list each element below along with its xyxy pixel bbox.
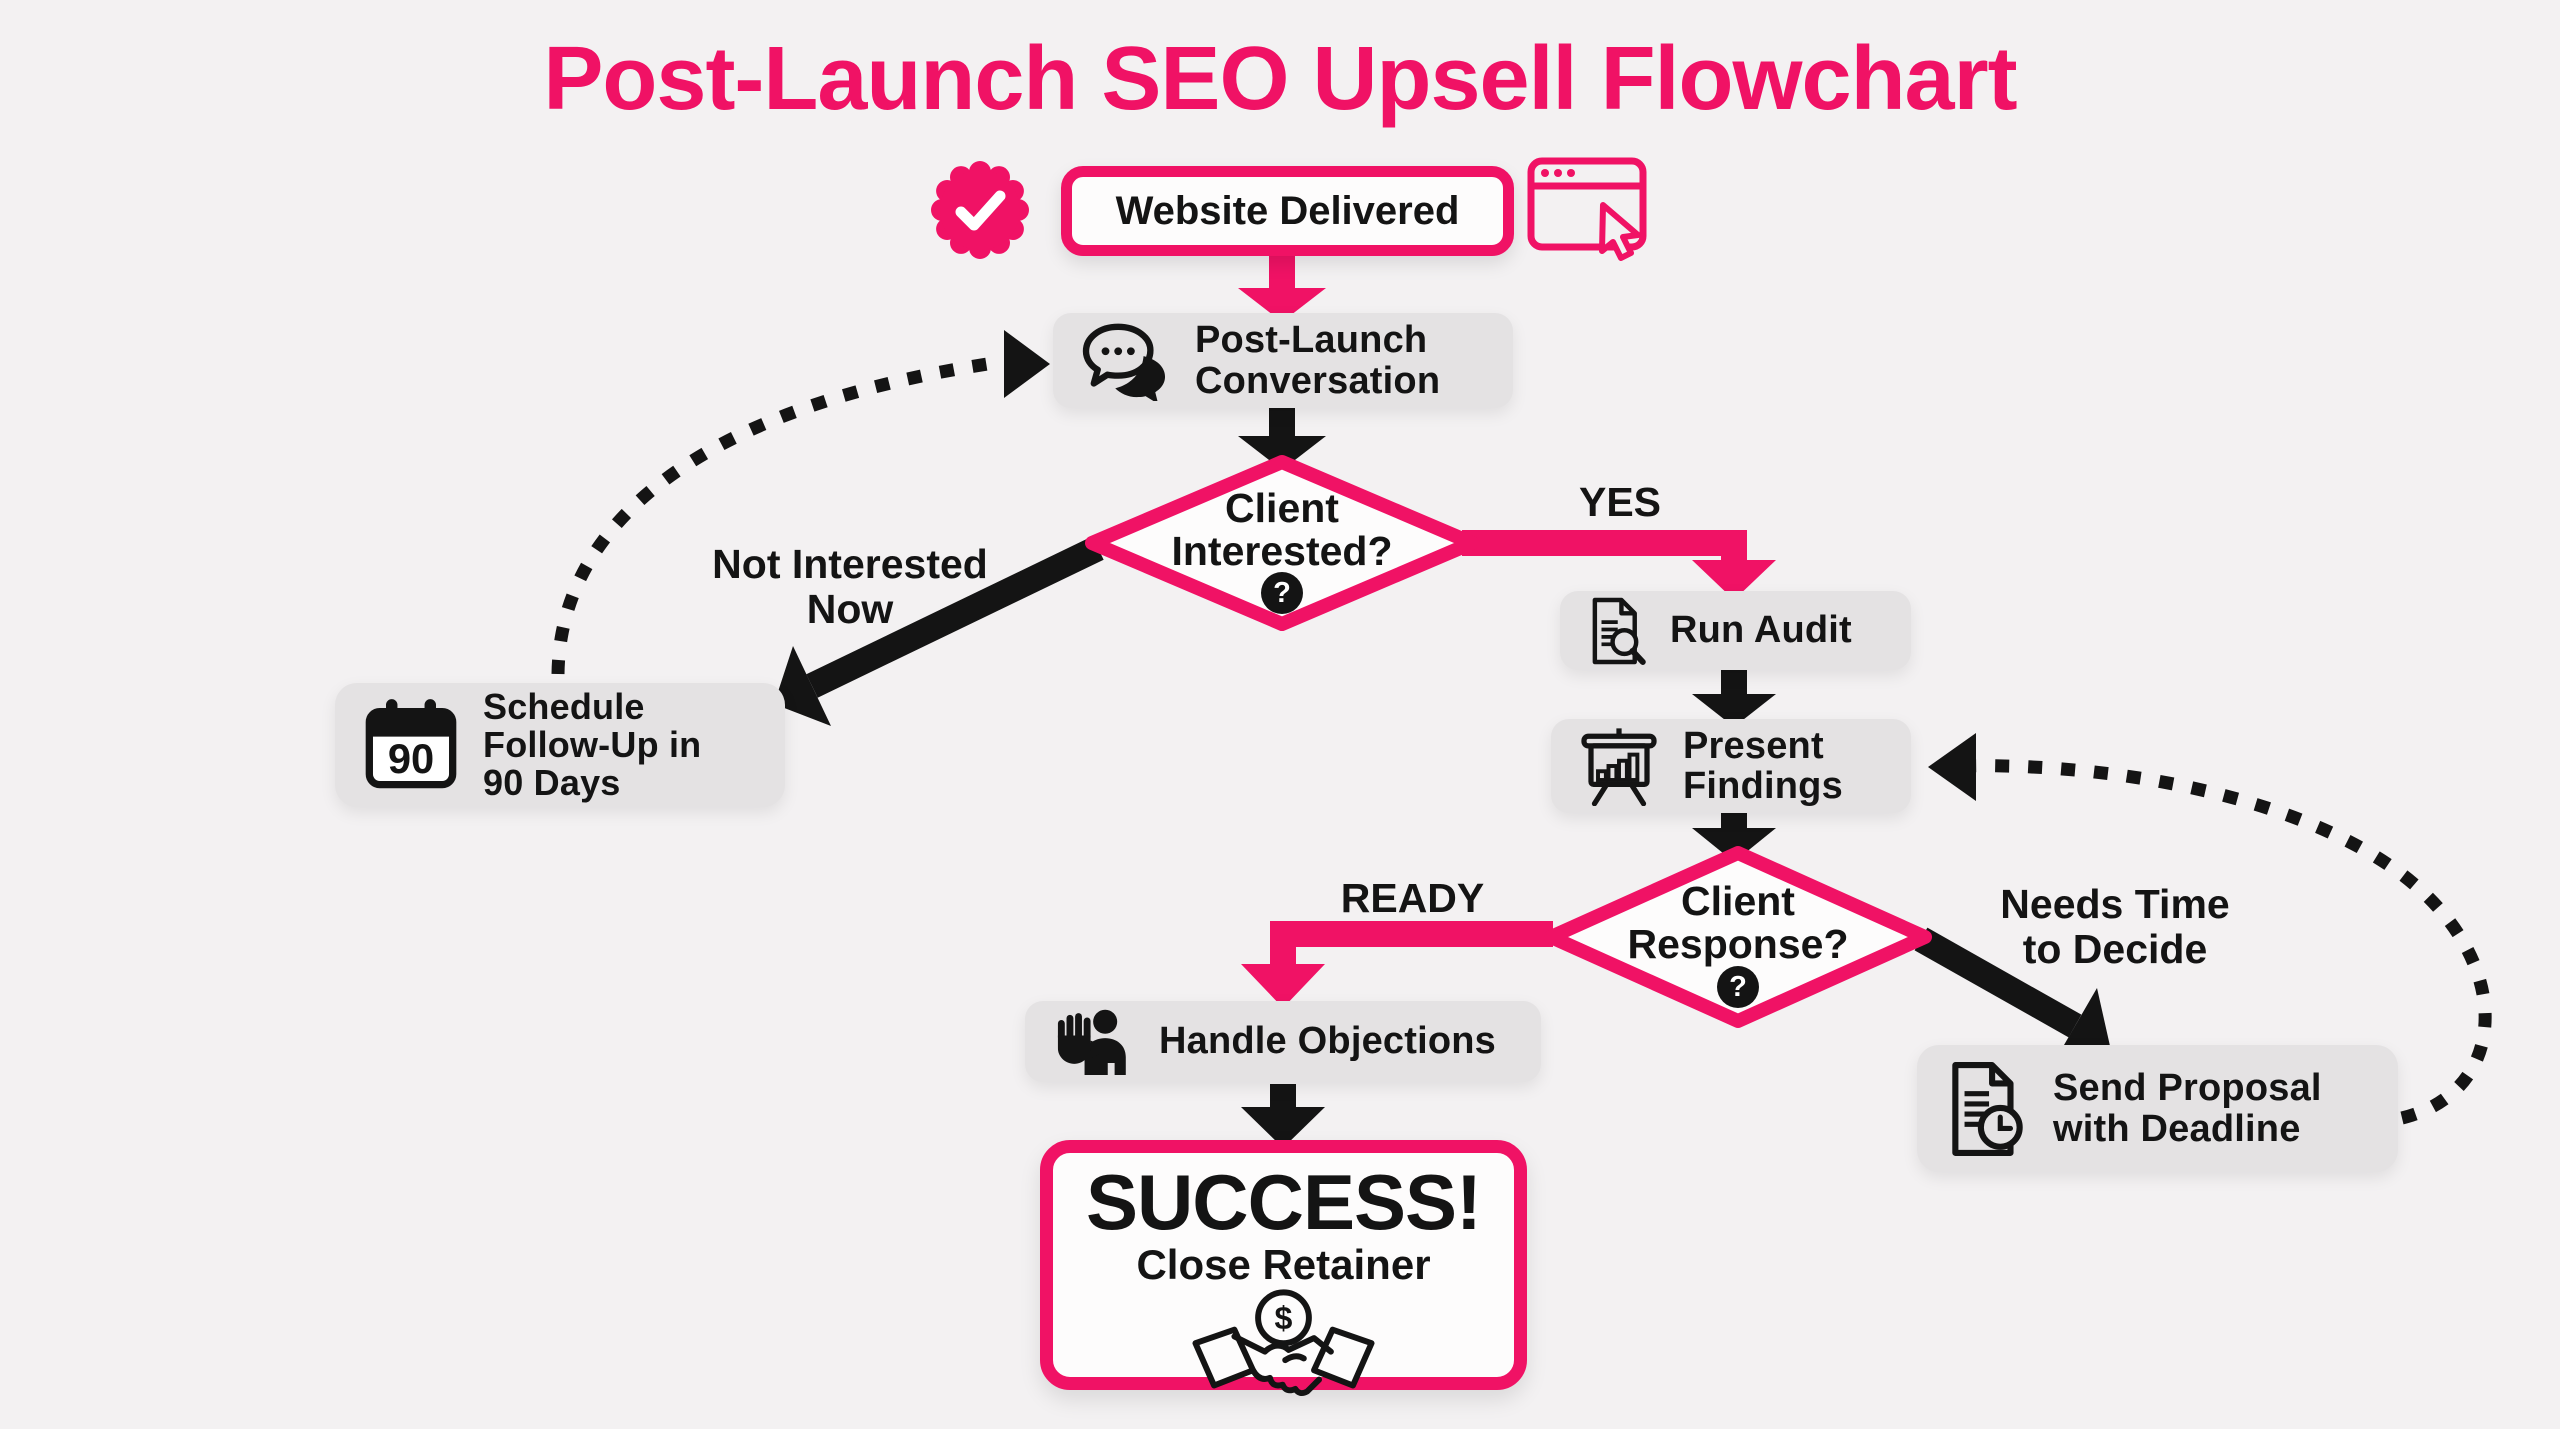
node-label-line1: Present xyxy=(1683,724,1824,767)
edge-label-needs-time: Needs Time to Decide xyxy=(1945,881,2285,973)
arrow-audit-to-findings xyxy=(1692,664,1776,727)
node-label-line1: Post-Launch xyxy=(1195,319,1428,362)
arrow-conversation-to-interested xyxy=(1238,406,1326,470)
edge-label-line2: to Decide xyxy=(2022,926,2208,973)
diamond-client-interested xyxy=(1085,455,1479,631)
node-label: Present Findings xyxy=(1683,724,1843,807)
dollar-sign: $ xyxy=(1275,1300,1293,1336)
diamond-label-line1: Client xyxy=(1681,878,1795,924)
node-label: Run Audit xyxy=(1670,609,1852,652)
node-success: SUCCESS! Close Retainer $ xyxy=(1040,1140,1527,1397)
dotted-loop-followup-to-conversation xyxy=(551,330,1050,675)
arrow-objections-to-success xyxy=(1241,1084,1325,1148)
node-label-line2: Follow-Up in xyxy=(483,723,702,765)
edge-label-line2: Now xyxy=(806,586,894,633)
browser-window-icon xyxy=(1526,156,1658,262)
node-label: Handle Objections xyxy=(1159,1020,1497,1063)
verified-badge-icon xyxy=(928,158,1032,262)
dotted-loop-proposal-to-findings xyxy=(1928,733,2492,1125)
chat-bubbles-icon xyxy=(1079,321,1173,401)
node-label: Send Proposal with Deadline xyxy=(2053,1068,2322,1149)
node-schedule-followup: 90 Schedule Follow-Up in 90 Days xyxy=(335,683,785,807)
node-post-launch-conversation: Post-Launch Conversation xyxy=(1053,313,1513,408)
node-handle-objections: Handle Objections xyxy=(1025,1001,1541,1082)
edge-label-line1: Needs Time xyxy=(2000,881,2230,927)
question-mark-icon: ? xyxy=(1261,572,1303,614)
arrow-website-to-conversation xyxy=(1238,248,1326,322)
success-subtitle: Close Retainer xyxy=(1136,1241,1431,1288)
edge-label-ready: READY xyxy=(1340,875,1485,921)
edge-label-yes: YES xyxy=(1578,479,1662,525)
document-search-icon xyxy=(1586,596,1648,666)
question-mark-glyph: ? xyxy=(1273,576,1291,609)
page-title: Post-Launch SEO Upsell Flowchart xyxy=(543,29,2017,129)
node-label-line3: 90 Days xyxy=(483,762,621,804)
success-title: SUCCESS! xyxy=(1085,1158,1482,1246)
node-label: Schedule Follow-Up in 90 Days xyxy=(483,685,702,804)
node-present-findings: Present Findings xyxy=(1551,719,1911,813)
node-send-proposal: Send Proposal with Deadline xyxy=(1917,1045,2398,1172)
diamond-label-line2: Interested? xyxy=(1171,527,1393,574)
edge-label-line1: Not Interested xyxy=(712,541,988,587)
presentation-chart-icon xyxy=(1577,726,1661,806)
node-label-line2: with Deadline xyxy=(2053,1107,2301,1150)
arrow-ready-elbow xyxy=(1241,921,1553,1008)
edge-label-not-interested: Not Interested Now xyxy=(640,541,1060,633)
document-clock-icon xyxy=(1943,1060,2031,1158)
calendar-90-icon: 90 xyxy=(361,695,461,795)
node-label: Website Delivered xyxy=(1115,188,1460,233)
node-label-line1: Schedule xyxy=(483,685,645,727)
diamond-label-line1: Client xyxy=(1225,485,1339,531)
node-label: Post-Launch Conversation xyxy=(1195,320,1440,401)
node-run-audit: Run Audit xyxy=(1560,591,1911,670)
diamond-client-interested-label: Client Interested? xyxy=(1092,487,1472,572)
node-label-line2: Findings xyxy=(1683,765,1843,807)
handshake-dollar-icon: $ xyxy=(1176,1289,1391,1416)
calendar-number: 90 xyxy=(388,735,434,782)
arrow-yes-elbow xyxy=(1462,530,1776,600)
node-label-line2: Conversation xyxy=(1195,359,1441,402)
question-mark-glyph: ? xyxy=(1729,970,1747,1003)
raised-hand-person-icon xyxy=(1051,1008,1137,1075)
question-mark-icon: ? xyxy=(1717,966,1759,1008)
arrow-not-interested xyxy=(774,536,1104,726)
diamond-client-response xyxy=(1544,846,1932,1028)
node-website-delivered: Website Delivered xyxy=(1061,166,1514,256)
node-label-line1: Send Proposal xyxy=(2053,1067,2322,1110)
diamond-label-line2: Response? xyxy=(1627,920,1849,967)
diamond-client-response-label: Client Response? xyxy=(1551,880,1925,965)
